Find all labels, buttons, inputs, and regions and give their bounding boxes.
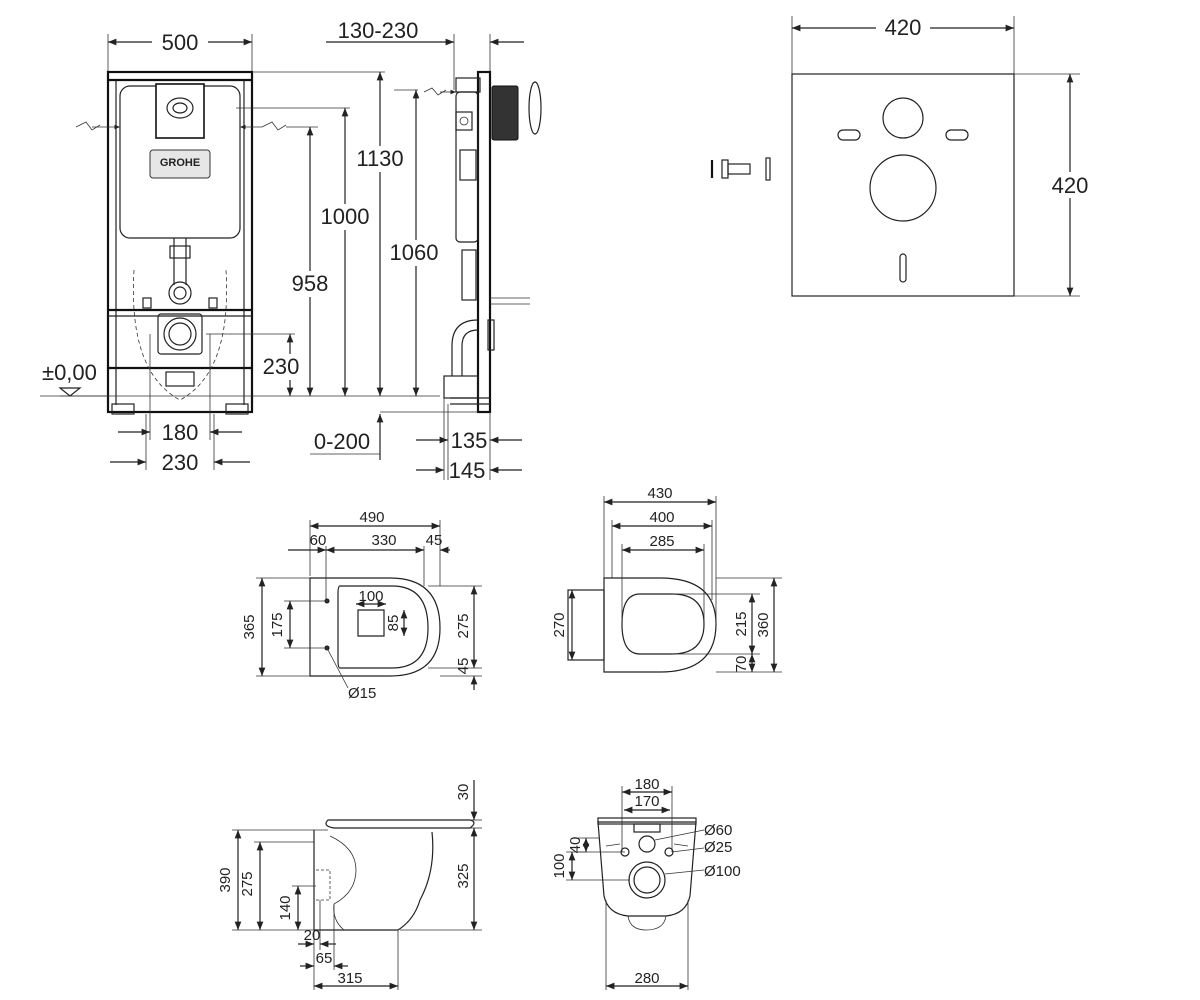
dia-15: Ø15 [348, 685, 376, 702]
dim-365: 365 [241, 614, 258, 639]
dim-width-180: 180 [162, 420, 199, 445]
dim-180-back: 180 [634, 776, 659, 793]
dim-depth-135: 135 [451, 428, 488, 453]
frame-front-view: GROHE 500 1130 [40, 30, 440, 475]
dim-height-1000: 1000 [321, 204, 370, 229]
dim-width-230: 230 [162, 450, 199, 475]
dim-315: 315 [337, 970, 362, 987]
dim-100-back: 100 [551, 853, 568, 878]
dim-175: 175 [269, 612, 286, 637]
dim-100: 100 [358, 588, 383, 605]
dim-170-back: 170 [634, 793, 659, 810]
bowl-back-view: 180 170 40 100 Ø60 Ø25 Ø100 280 [551, 776, 741, 990]
dim-280-back: 280 [634, 970, 659, 987]
bowl-side-view: 30 325 390 275 140 20 65 315 [217, 780, 482, 990]
dim-outlet-230: 230 [263, 354, 300, 379]
bowl-top-view: 490 60 330 45 365 175 100 85 275 45 [241, 509, 482, 702]
dim-20: 20 [304, 927, 321, 944]
dim-40-back: 40 [567, 837, 584, 854]
dim-depth-145: 145 [449, 458, 486, 483]
dim-70: 70 [733, 656, 750, 673]
dim-285: 285 [649, 533, 674, 550]
dim-275-side: 275 [239, 871, 256, 896]
dim-frame-height-1130: 1130 [356, 146, 403, 171]
dim-60: 60 [310, 532, 327, 549]
dim-bowl-length: 490 [359, 509, 384, 526]
dia-25: Ø25 [704, 839, 732, 856]
dim-frame-width: 500 [162, 30, 199, 55]
dim-275-top: 275 [455, 613, 472, 638]
dim-height-958: 958 [292, 271, 329, 296]
dim-270: 270 [551, 612, 568, 637]
dim-depth-range: 130-230 [338, 18, 419, 43]
dim-plate-width: 420 [885, 15, 922, 40]
dim-30: 30 [455, 784, 472, 801]
dim-45-top: 45 [426, 532, 443, 549]
dia-100: Ø100 [704, 863, 741, 880]
dim-215: 215 [733, 611, 750, 636]
level-zero: ±0,00 [42, 360, 97, 385]
dim-plate-height: 420 [1052, 173, 1089, 198]
dim-height-1060: 1060 [390, 240, 439, 265]
dim-390: 390 [217, 867, 234, 892]
dim-85: 85 [385, 615, 402, 632]
dim-325: 325 [455, 863, 472, 888]
dim-360: 360 [755, 612, 772, 637]
dim-45-bottom: 45 [455, 658, 472, 675]
dim-65: 65 [316, 950, 333, 967]
dim-430: 430 [647, 485, 672, 502]
dia-60: Ø60 [704, 822, 732, 839]
insulation-plate: 420 420 [710, 14, 1094, 297]
dim-140: 140 [277, 895, 294, 920]
seat-top-view: 430 400 285 270 215 360 70 [551, 485, 782, 673]
dim-foot-range: 0-200 [314, 429, 370, 454]
grohe-logo: GROHE [160, 157, 200, 169]
frame-side-view: 130-230 1060 [310, 18, 542, 483]
dim-400: 400 [649, 509, 674, 526]
dim-330: 330 [371, 532, 396, 549]
